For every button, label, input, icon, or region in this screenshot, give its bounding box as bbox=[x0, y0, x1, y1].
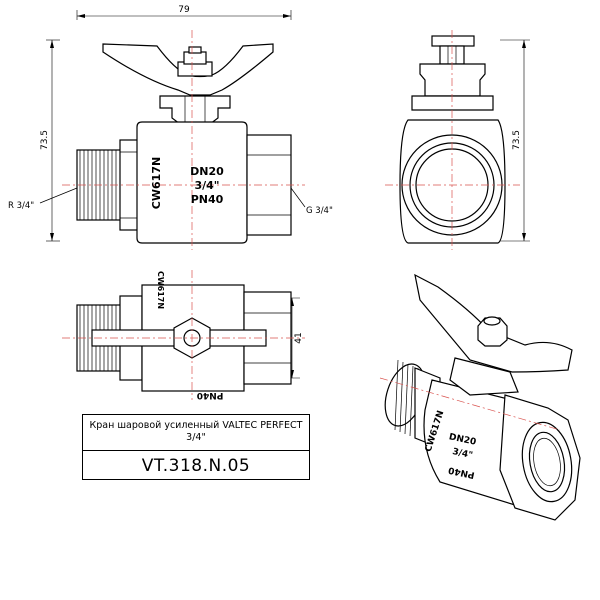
dim-width-total: 79 bbox=[178, 5, 190, 15]
top-material-mark: CW617N bbox=[156, 271, 165, 309]
front-size-mark: 3/4" bbox=[194, 179, 219, 192]
product-code: VT.318.N.05 bbox=[141, 456, 251, 476]
product-name: Кран шаровой усиленный VALTEC PERFECT bbox=[89, 420, 303, 431]
front-dn-mark: DN20 bbox=[190, 165, 224, 178]
isometric-view: CW617N DN20 3/4" PN40 bbox=[379, 273, 581, 521]
top-view: 41 CW617N PN40 bbox=[62, 270, 305, 400]
top-pn-mark: PN40 bbox=[197, 390, 224, 400]
front-view: 79 73.5 bbox=[8, 5, 333, 250]
dim-height-total: 73.5 bbox=[40, 130, 50, 150]
side-view: 73.5 bbox=[385, 30, 530, 250]
label-thread-female: G 3/4" bbox=[306, 206, 333, 216]
product-size: 3/4" bbox=[186, 432, 206, 443]
front-pn-mark: PN40 bbox=[191, 193, 224, 206]
title-block-description: Кран шаровой усиленный VALTEC PERFECT 3/… bbox=[83, 415, 309, 451]
iso-size-mark: 3/4" bbox=[451, 447, 473, 461]
front-material-mark: CW617N bbox=[150, 157, 163, 209]
dim-height-side: 73.5 bbox=[512, 130, 522, 150]
title-block: Кран шаровой усиленный VALTEC PERFECT 3/… bbox=[82, 414, 310, 480]
label-thread-male: R 3/4" bbox=[8, 201, 34, 211]
